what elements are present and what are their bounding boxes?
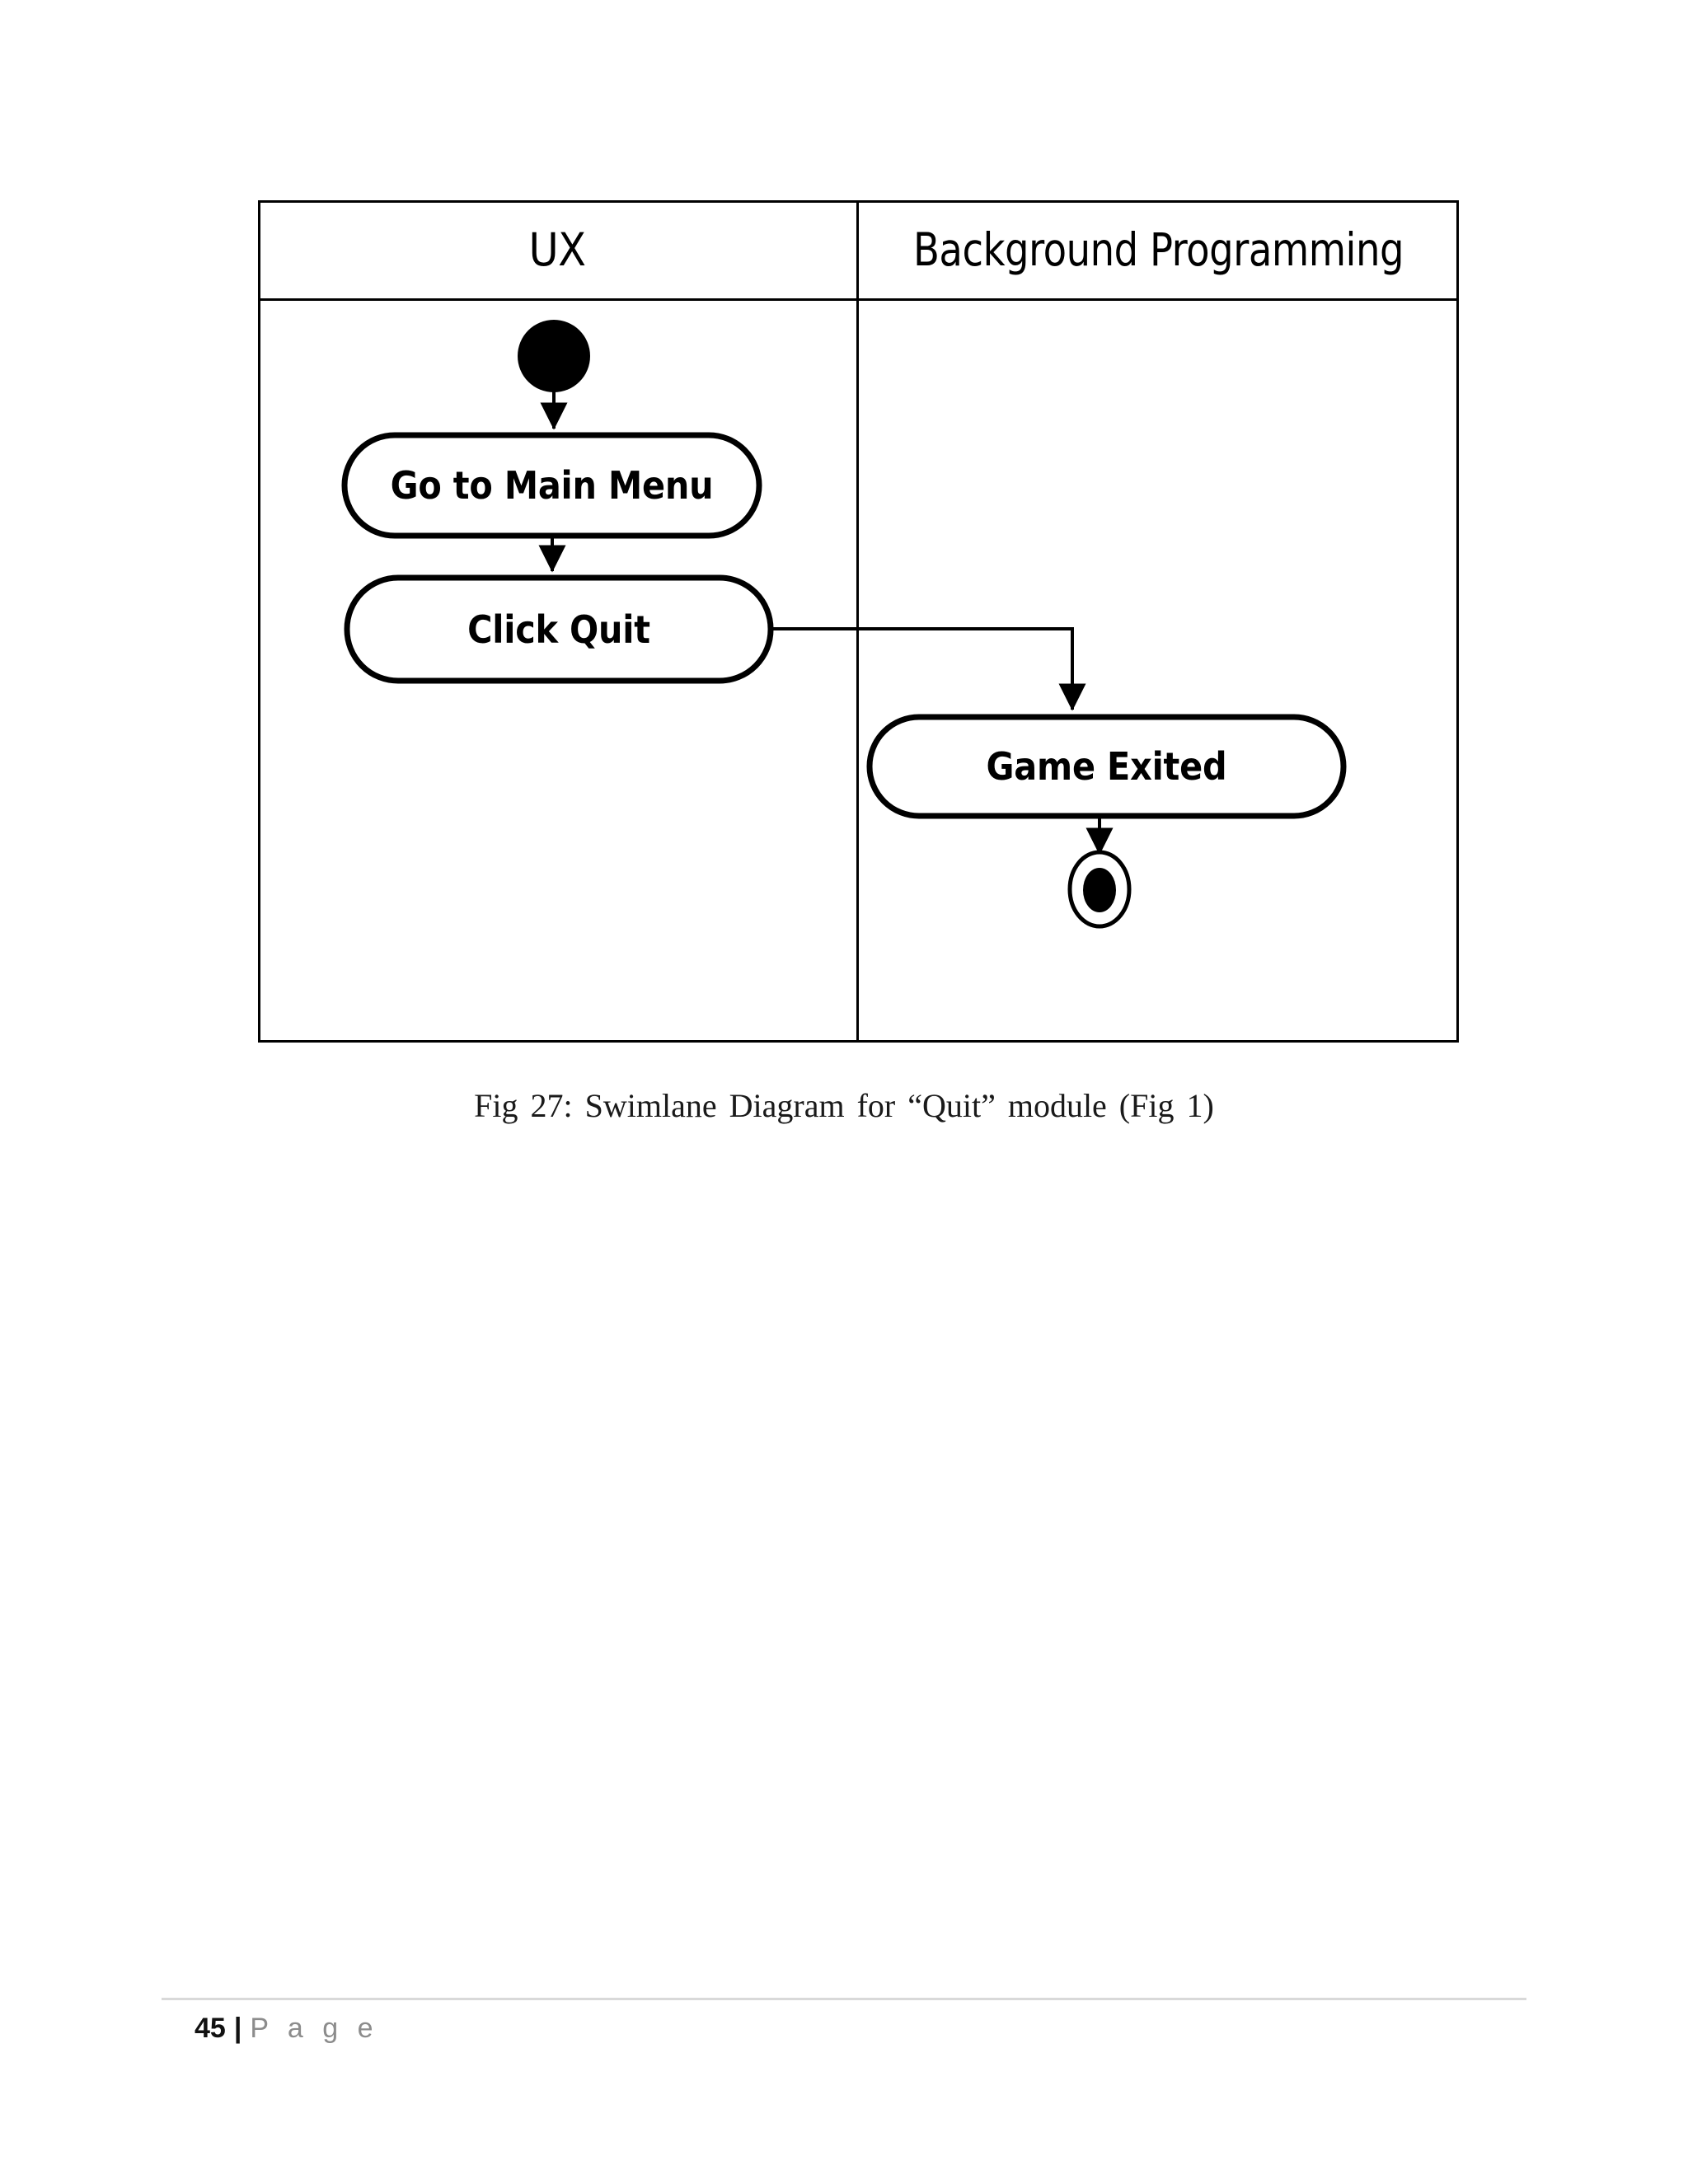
page-footer: 45 | P a g e [195,2013,378,2045]
lane-divider [856,200,859,1043]
activity-click-quit[interactable] [344,574,774,684]
edge-click-quit-to-game-exited [771,627,1086,711]
footer-separator: | [233,2013,242,2044]
footer-page-number: 45 [195,2013,226,2044]
lane-header-background-programming-label: Background Programming [913,223,1404,276]
activity-game-exited[interactable] [866,714,1347,819]
swimlane-diagram: UX Background Programming [258,200,1459,1043]
figure-caption: Fig 27: Swimlane Diagram for “Quit” modu… [474,1087,1214,1124]
footer-divider [162,1998,1526,2000]
lane-header-rule [258,298,1459,301]
lane-header-ux-label: UX [528,223,586,276]
diagram-canvas [341,320,1347,929]
activity-go-to-main-menu[interactable] [341,432,762,539]
initial-node-icon [518,320,590,392]
final-node-inner-dot [1083,868,1116,912]
lane-header-ux: UX [258,200,856,298]
lane-header-background-programming: Background Programming [859,200,1459,298]
footer-page-label: P a g e [250,2013,379,2044]
